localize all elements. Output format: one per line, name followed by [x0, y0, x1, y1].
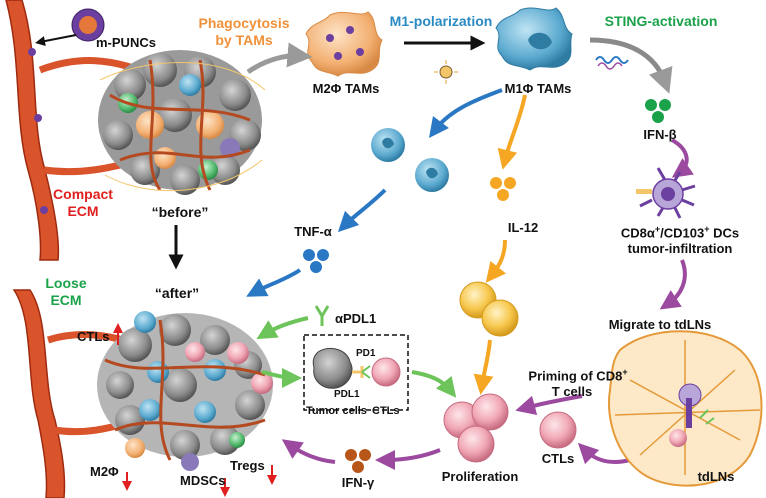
label-tumor-cells: Tumor cells — [306, 405, 367, 417]
arrow-sting — [589, 37, 673, 94]
label-after: “after” — [154, 285, 200, 301]
arrow-box-to-proliferation — [411, 370, 457, 398]
arrow-dc-migrate — [659, 259, 687, 310]
ifn-gamma-molecules — [345, 449, 371, 473]
arrow-priming-to-proliferation — [515, 394, 583, 416]
inset-tumor-cell — [312, 347, 353, 389]
arrow-apdl1-to-tumor — [256, 316, 309, 340]
inset-ctl-cell — [371, 357, 401, 387]
ifn-beta-molecules — [645, 99, 671, 123]
label-loose-line2: ECM — [50, 292, 82, 308]
inset-pd1-pdl1-binding — [352, 365, 371, 379]
primed-ctl-cell — [539, 411, 577, 449]
label-m2-tams: M2Φ TAMs — [312, 81, 380, 96]
apdl1-antibody — [314, 305, 330, 326]
arrow-il12-to-cells — [485, 239, 507, 283]
label-priming-sup: + — [622, 367, 628, 377]
label-ctls-bottom: CTLs — [541, 451, 575, 466]
label-ifn-gamma: IFN-γ — [341, 475, 375, 490]
label-dcs-part-a: CD8α — [620, 225, 655, 241]
label-dcs-line2: tumor-infiltration — [627, 241, 733, 256]
tumor-mass-before — [98, 50, 266, 195]
label-sting-activation: STING-activation — [604, 13, 718, 29]
arrow-proliferation-to-ifng — [375, 448, 441, 470]
activated-t-cells-yellow — [459, 281, 519, 337]
label-tdlns: tdLNs — [697, 469, 735, 484]
label-tregs: Tregs — [230, 458, 265, 473]
label-pdl1: PDL1 — [334, 389, 360, 400]
m-puncs-nanoparticle — [35, 8, 105, 46]
label-ctls-left: CTLs — [77, 329, 110, 344]
label-m1-tams: M1Φ TAMs — [504, 81, 572, 96]
label-before: “before” — [151, 204, 209, 220]
label-phagocytosis-line2: by TAMs — [215, 32, 273, 48]
m1-tam-cell — [495, 7, 573, 71]
label-il-12: IL-12 — [507, 220, 539, 235]
tnf-alpha-molecules — [303, 249, 329, 273]
label-compact-line1: Compact — [53, 186, 113, 202]
arrow-tumor-to-box — [261, 367, 302, 388]
label-phagocytosis-line1: Phagocytosis — [198, 15, 290, 31]
label-dcs-sup1: + — [654, 224, 661, 234]
il-12-molecules — [490, 177, 516, 201]
label-ctls-box: CTLs — [372, 405, 400, 417]
label-tnf-alpha: TNF-α — [294, 224, 332, 239]
label-compact-line2: ECM — [67, 203, 99, 219]
dendritic-cell — [636, 167, 696, 219]
activated-particle — [434, 60, 458, 84]
label-dcs-part-c: DCs — [709, 225, 740, 241]
tumor-mass-after — [97, 311, 273, 471]
label-pd1: PD1 — [356, 348, 376, 359]
label-migrate: Migrate to tdLNs — [608, 317, 712, 332]
label-m-puncs: m-PUNCs — [96, 35, 156, 50]
arrow-ifn-to-dcs — [670, 138, 694, 178]
arrow-m1-to-blue — [428, 88, 503, 138]
label-proliferation: Proliferation — [441, 469, 519, 484]
lymph-node — [608, 330, 763, 487]
arrow-blue-to-tnf — [337, 188, 387, 233]
m2-tam-cell — [305, 11, 383, 77]
label-priming-line2: T cells — [551, 384, 593, 399]
arrow-m1-to-il12 — [497, 94, 527, 170]
arrow-yellow-to-proliferation — [473, 339, 494, 395]
arrow-tdln-to-ctl — [577, 442, 631, 465]
sting-dna-fragment — [595, 56, 629, 70]
label-dcs-part-b: /CD103 — [660, 225, 705, 241]
pd1-pdl1-inset-box — [303, 334, 409, 411]
arrow-phagocytosis — [246, 42, 313, 75]
arrow-ifng-to-tumor — [281, 439, 336, 464]
label-loose-line1: Loose — [45, 275, 87, 291]
proliferating-ctls — [443, 393, 509, 463]
label-priming-text: Priming of CD8 — [528, 368, 623, 384]
label-priming-line1: Priming of CD8+ — [528, 367, 628, 384]
m1-macrophage-pair — [371, 128, 449, 192]
label-m2-bottom: M2Φ — [90, 464, 119, 479]
label-dcs-sup2: + — [704, 224, 710, 234]
label-mdscs: MDSCs — [180, 473, 226, 488]
arrow-tnf-to-tumor — [246, 268, 302, 297]
label-apdl1: αPDL1 — [335, 311, 377, 326]
label-dcs-line1: CD8α+/CD103+ DCs — [620, 224, 740, 241]
label-m1-polarization: M1-polarization — [389, 13, 493, 29]
label-ifn-beta: IFN-β — [643, 127, 677, 142]
